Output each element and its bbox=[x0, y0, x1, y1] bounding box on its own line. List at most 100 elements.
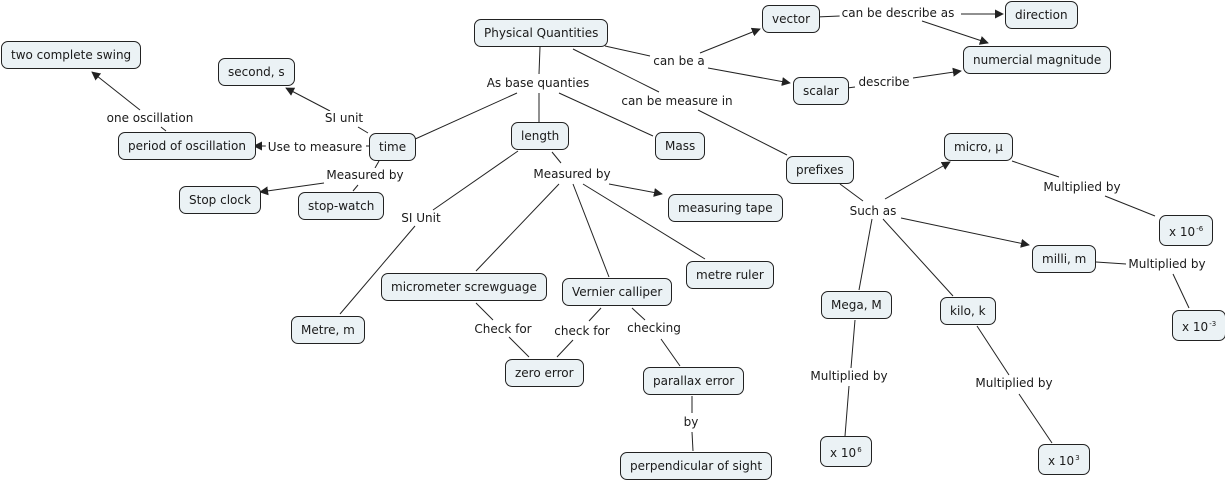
concept-second[interactable]: second, s bbox=[218, 58, 295, 86]
concept-metre[interactable]: Metre, m bbox=[291, 316, 365, 344]
edge-arrow bbox=[608, 183, 663, 197]
edge bbox=[631, 307, 646, 321]
edge-arrow bbox=[699, 27, 761, 54]
value-exponent: -3 bbox=[1209, 320, 1217, 328]
link-measured-by-time: Measured by bbox=[324, 168, 406, 182]
edge bbox=[582, 183, 706, 260]
link-as-base-quanties: As base quanties bbox=[484, 76, 592, 90]
edge bbox=[1104, 195, 1156, 217]
value-exponent: 3 bbox=[1075, 454, 1080, 462]
edge bbox=[1018, 393, 1053, 444]
link-by: by bbox=[681, 415, 701, 429]
value-base: x 10 bbox=[1048, 454, 1075, 468]
edge bbox=[551, 151, 562, 164]
edge bbox=[475, 302, 494, 321]
concept-x10-6[interactable]: x 106 bbox=[820, 436, 872, 467]
edge bbox=[508, 336, 530, 358]
edge bbox=[839, 183, 864, 202]
value-base: x 10 bbox=[830, 446, 857, 460]
link-si-unit-time: SI unit bbox=[322, 111, 366, 125]
link-describe: describe bbox=[856, 75, 912, 89]
edge bbox=[1172, 273, 1190, 309]
concept-length[interactable]: length bbox=[511, 122, 570, 150]
link-check-for-micrometer: Check for bbox=[472, 322, 534, 336]
link-use-to-measure: Use to measure bbox=[265, 140, 365, 154]
value-exponent: -6 bbox=[1196, 225, 1204, 233]
link-check-for-vernier: check for bbox=[552, 324, 612, 338]
link-multiplied-by-kilo: Multiplied by bbox=[973, 376, 1055, 390]
edge bbox=[588, 307, 602, 322]
concept-stop-clock[interactable]: Stop clock bbox=[179, 186, 261, 214]
edge bbox=[374, 160, 380, 169]
concept-stop-watch[interactable]: stop-watch bbox=[298, 192, 385, 220]
concept-vector[interactable]: vector bbox=[762, 5, 821, 33]
link-one-oscillation: one oscillation bbox=[104, 111, 196, 125]
edge bbox=[850, 319, 856, 369]
edge-arrow bbox=[900, 217, 1030, 248]
edge-arrow bbox=[707, 67, 791, 86]
edge bbox=[1011, 160, 1060, 178]
link-such-as: Such as bbox=[847, 204, 899, 218]
edge bbox=[697, 109, 788, 156]
edge bbox=[572, 48, 660, 93]
edge bbox=[1095, 261, 1127, 265]
concept-perpendicular-of-sight[interactable]: perpendicular of sight bbox=[620, 452, 773, 480]
edge-arrow bbox=[912, 67, 962, 79]
edge bbox=[558, 92, 654, 137]
link-can-be-a: can be a bbox=[651, 54, 707, 68]
edge bbox=[412, 92, 518, 141]
link-multiplied-by-milli: Multiplied by bbox=[1126, 257, 1208, 271]
edge bbox=[604, 45, 651, 57]
concept-x10-neg6[interactable]: x 10-6 bbox=[1159, 215, 1214, 246]
edge bbox=[538, 46, 541, 75]
concept-period-of-oscillation[interactable]: period of oscillation bbox=[118, 132, 256, 160]
link-checking: checking bbox=[625, 321, 683, 335]
concept-mass[interactable]: Mass bbox=[655, 132, 706, 160]
concept-micrometer[interactable]: micrometer screwguage bbox=[381, 273, 547, 301]
concept-measuring-tape[interactable]: measuring tape bbox=[668, 194, 783, 222]
edge bbox=[556, 339, 574, 358]
value-base: x 10 bbox=[1182, 320, 1209, 334]
value-exponent: 6 bbox=[857, 446, 862, 454]
edge bbox=[339, 225, 416, 315]
edge bbox=[475, 183, 560, 272]
concept-zero-error[interactable]: zero error bbox=[505, 359, 584, 387]
concept-numerical-magnitude[interactable]: numercial magnitude bbox=[963, 46, 1112, 74]
edge bbox=[691, 431, 694, 452]
edge bbox=[844, 385, 850, 437]
concept-milli[interactable]: milli, m bbox=[1032, 245, 1097, 273]
concept-physical-quantities[interactable]: Physical Quantities bbox=[474, 19, 609, 47]
edge-arrow bbox=[884, 161, 951, 200]
edge bbox=[882, 218, 954, 297]
concept-parallax-error[interactable]: parallax error bbox=[643, 367, 745, 395]
edge-arrow bbox=[921, 20, 989, 45]
link-multiplied-by-mega: Multiplied by bbox=[808, 369, 890, 383]
concept-micro[interactable]: micro, µ bbox=[944, 133, 1013, 161]
concept-mega[interactable]: Mega, M bbox=[821, 291, 892, 319]
concept-vernier-calliper[interactable]: Vernier calliper bbox=[562, 278, 673, 306]
link-multiplied-by-micro: Multiplied by bbox=[1041, 180, 1123, 194]
concept-time[interactable]: time bbox=[369, 133, 417, 161]
link-measured-by-length: Measured by bbox=[531, 167, 613, 181]
concept-two-complete-swing[interactable]: two complete swing bbox=[1, 41, 142, 69]
concept-x10-neg3[interactable]: x 10-3 bbox=[1172, 310, 1225, 341]
link-can-be-describe-as: can be describe as bbox=[839, 6, 957, 20]
concept-prefixes[interactable]: prefixes bbox=[786, 156, 854, 184]
edge bbox=[352, 184, 359, 192]
value-base: x 10 bbox=[1169, 225, 1196, 239]
edge bbox=[357, 126, 369, 134]
edge bbox=[572, 183, 610, 278]
concept-metre-ruler[interactable]: metre ruler bbox=[686, 261, 774, 289]
edge-arrow bbox=[259, 182, 325, 196]
link-can-be-measure-in: can be measure in bbox=[619, 94, 735, 108]
edge bbox=[160, 126, 167, 132]
concept-scalar[interactable]: scalar bbox=[793, 77, 849, 105]
concept-direction[interactable]: direction bbox=[1005, 1, 1078, 29]
edge bbox=[976, 325, 1010, 376]
link-si-unit-length: SI Unit bbox=[399, 211, 443, 225]
concept-kilo[interactable]: kilo, k bbox=[940, 297, 996, 325]
edge bbox=[432, 150, 519, 211]
concept-x10-3[interactable]: x 103 bbox=[1038, 444, 1090, 475]
edge bbox=[660, 338, 681, 367]
